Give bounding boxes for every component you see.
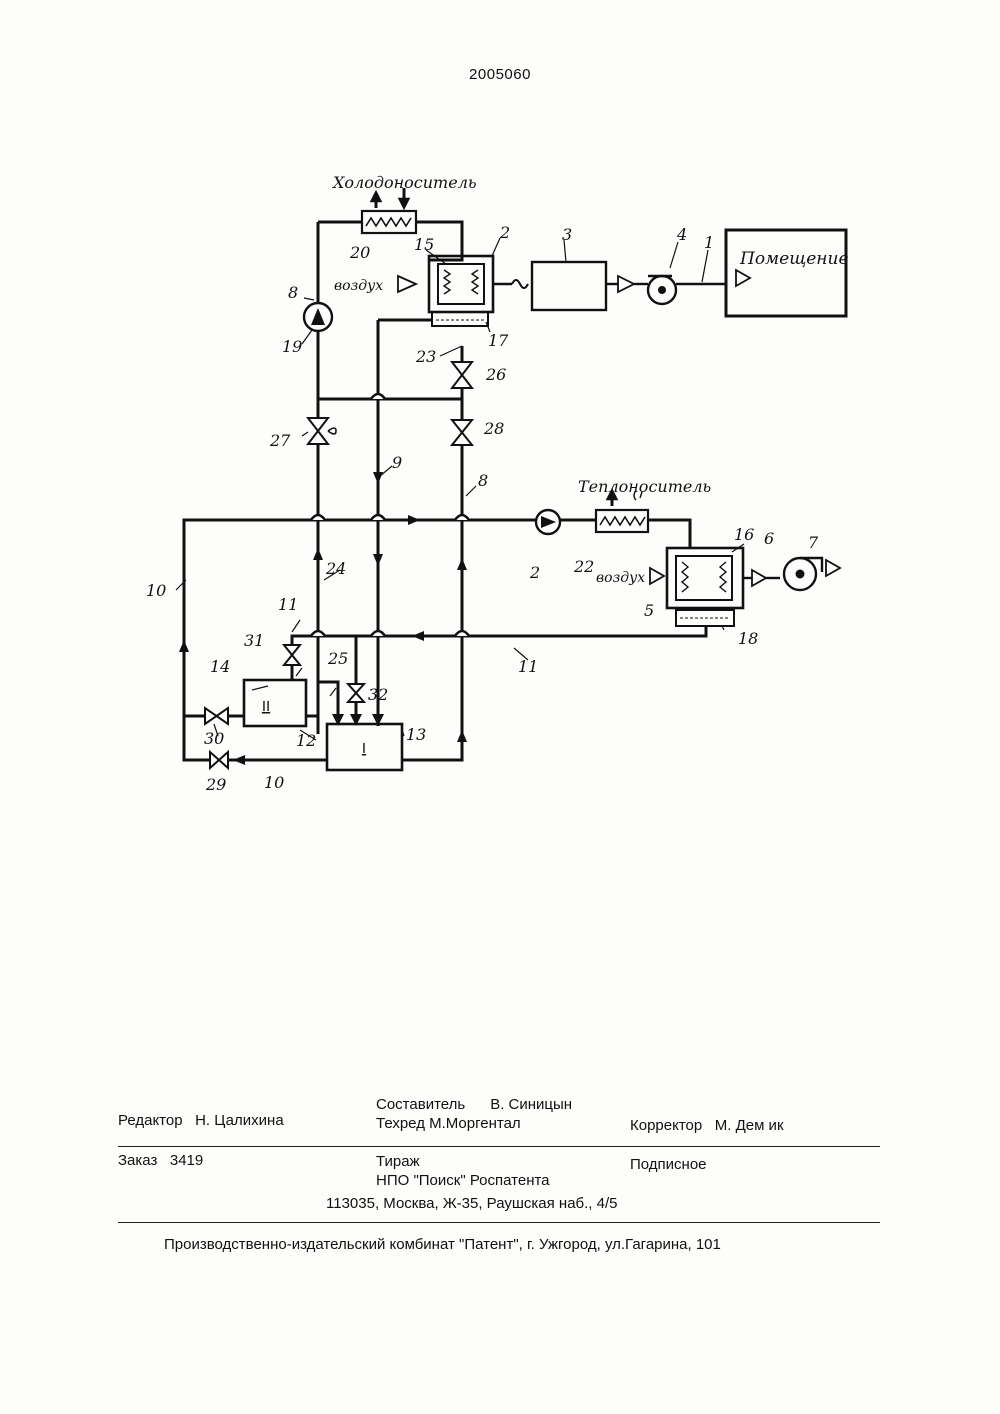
label-24: 24 [325,559,346,578]
corrector-line: Корректор М. Дем ик [630,1117,784,1134]
pipe-22-to-6 [648,520,690,548]
valve-31-icon [284,645,300,665]
organization-line: НПО "Поиск" Роспатента [376,1172,550,1189]
label-22: 22 [573,557,594,576]
pipe-8-right [402,445,462,760]
label-2: 2 [499,223,510,242]
label-30: 30 [204,729,224,748]
valve-26-icon [452,362,472,388]
label-9: 9 [392,453,402,472]
footer-rule-bottom [118,1222,880,1223]
valve-29-icon [210,752,228,768]
label-11-left: 11 [278,595,298,614]
label-23: 23 [415,347,436,366]
tank-14-roman: II [262,698,270,715]
editor-name: Н. Цалихина [195,1112,284,1129]
label-14: 14 [210,657,230,676]
label-11-bottom: 11 [518,657,538,676]
valve-30-icon [205,708,228,724]
label-5: 5 [644,601,654,620]
compiler-role: Составитель [376,1096,465,1113]
label-27: 27 [269,431,291,450]
label-31: 31 [244,631,264,650]
label-10-left: 10 [146,581,166,600]
label-18: 18 [738,629,758,648]
label-21: 2 [529,563,540,582]
label-32: 32 [368,685,388,704]
valve-28-icon [452,420,472,445]
editor-line: Редактор Н. Цалихина [118,1112,284,1129]
subscription-label: Подписное [630,1156,707,1173]
label-13: 13 [406,725,426,744]
label-19: 19 [282,337,302,356]
pipe-11 [292,626,706,645]
coolant-label: Холодоноситель [331,173,477,192]
label-16: 16 [734,525,754,544]
publisher-line: Производственно-издательский комбинат "П… [164,1236,721,1253]
order-label: Заказ [118,1152,157,1169]
address-line: 113035, Москва, Ж-35, Раушская наб., 4/5 [326,1195,618,1212]
pump-19-icon [304,303,332,331]
room-label: Помещение [739,249,849,269]
label-26: 26 [485,365,506,384]
label-12: 12 [296,731,316,750]
pipe-25 [306,682,338,718]
label-17: 17 [488,331,509,350]
tank-13-roman: I [362,740,366,757]
order-number: 3419 [170,1152,203,1169]
compiler-line: Составитель В. Синицын [376,1096,572,1113]
label-28: 28 [483,419,504,438]
label-6: 6 [764,529,774,548]
valve-32-icon [348,684,364,702]
editor-role: Редактор [118,1112,183,1129]
footer-rule-top [118,1146,880,1147]
valve-27-icon [308,418,328,444]
heater-unit-6 [667,548,743,626]
label-8-right: 8 [478,471,488,490]
heat-carrier-label: Теплоноситель [578,477,711,496]
order-line: Заказ 3419 [118,1152,203,1169]
label-25: 25 [327,649,348,668]
label-4: 4 [676,225,687,244]
compiler-name: В. Синицын [490,1096,572,1113]
techeditor-line: Техред М.Моргентал [376,1115,521,1132]
corrector-role: Корректор [630,1117,702,1134]
label-8-upper: 8 [288,283,298,302]
label-3: 3 [562,225,572,244]
air-label-top: воздух [334,278,383,294]
label-7: 7 [808,533,819,552]
diagram-labels: Холодоноситель Теплоноситель Помещение в… [0,0,849,794]
circulation-label: Тираж [376,1153,420,1170]
label-10-bottom: 10 [264,773,284,792]
cooler-unit-2 [429,256,493,326]
coolant-exchanger-20 [362,188,416,233]
air-label-bottom: воздух [596,570,645,586]
label-29: 29 [205,775,226,794]
label-20: 20 [349,243,370,262]
label-1: 1 [704,233,714,252]
corrector-name: М. Дем ик [715,1117,784,1134]
tank-14 [244,680,306,726]
label-15: 15 [414,235,434,254]
